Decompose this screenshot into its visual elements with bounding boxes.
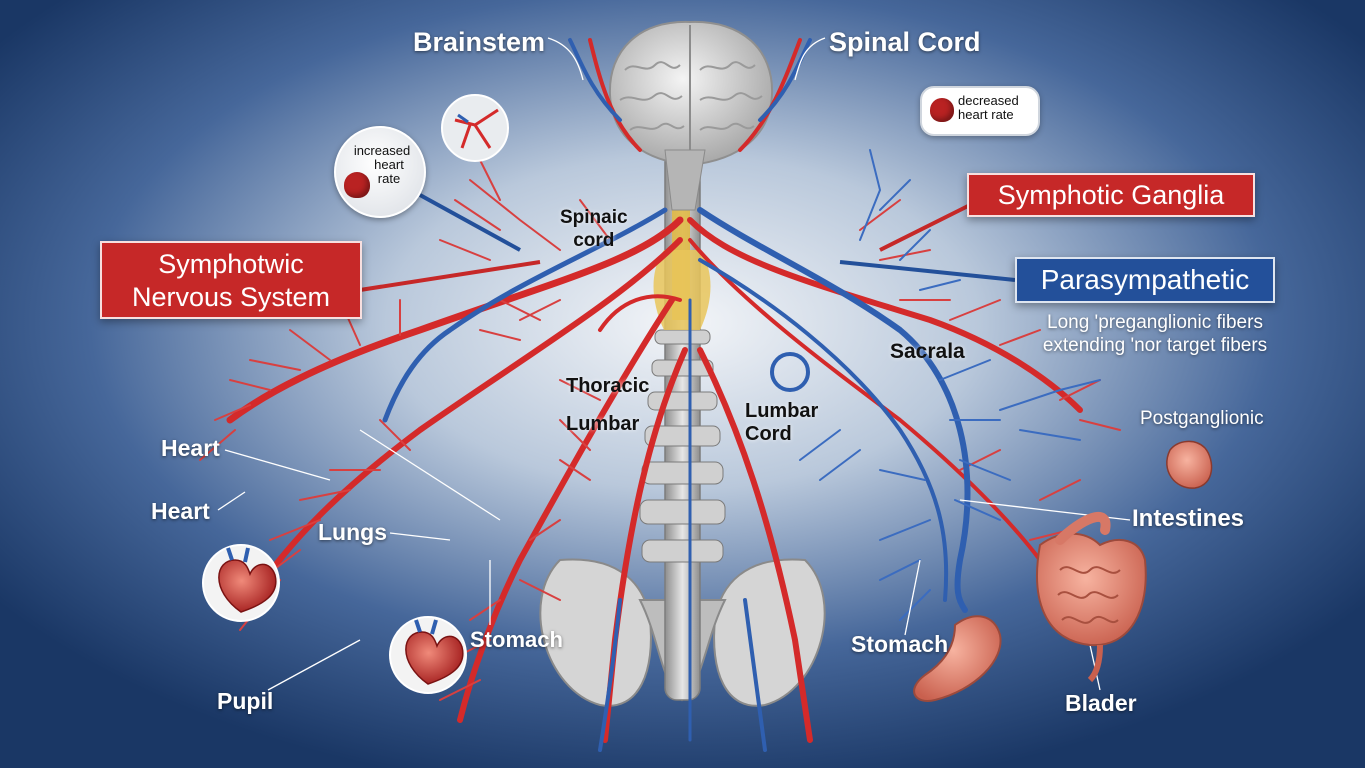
- decreased-heart-rate-text: decreased heart rate: [958, 94, 1038, 122]
- label-postganglionic: Postganglionic: [1140, 408, 1264, 429]
- symphotic-ganglia-banner: Symphotic Ganglia: [967, 173, 1255, 217]
- parasympathetic-nerves: [382, 38, 971, 752]
- label-intestines: Intestines: [1132, 505, 1245, 532]
- label-thoracic: Thoracic: [566, 375, 650, 397]
- sympathetic-banner-line1: Symphotwic: [158, 249, 304, 279]
- label-lumbar: Lumbar: [566, 413, 640, 435]
- intestines-illustration: [1036, 511, 1147, 683]
- kidney-illustration: [1166, 440, 1213, 489]
- increased-heart-rate-bubble: increased heart rate: [334, 126, 426, 218]
- heart-illustration-left: [202, 544, 280, 622]
- sympathetic-nerves: [226, 38, 1083, 743]
- label-pupil: Pupil: [217, 688, 274, 714]
- label-stomach-right: Stomach: [851, 631, 949, 657]
- label-spinaic-cord: Spinaic cord: [560, 206, 628, 252]
- heart-icon: [344, 172, 370, 198]
- increased-line2: heart: [374, 157, 404, 172]
- label-spinaic: Spinaic: [560, 207, 628, 228]
- label-blader: Blader: [1065, 690, 1137, 716]
- increased-heart-rate-text: increased heart rate: [346, 144, 418, 186]
- parasympathetic-text: Parasympathetic: [1040, 264, 1250, 295]
- increased-line3: rate: [377, 171, 401, 186]
- decreased-line2: heart rate: [958, 107, 1014, 122]
- label-lumbar-cord: Lumbar Cord: [745, 400, 818, 446]
- label-lumbar-cord-line2: Cord: [745, 423, 792, 445]
- heart-icon: [930, 98, 954, 122]
- label-cord: cord: [573, 230, 615, 251]
- label-heart-lower: Heart: [151, 498, 210, 524]
- label-lungs: Lungs: [318, 519, 387, 545]
- nerve-bubble-illustration: [441, 94, 509, 162]
- parasympathetic-banner: Parasympathetic: [1015, 257, 1275, 303]
- decreased-line1: decreased: [958, 93, 1019, 108]
- parasympathetic-note: Long 'preganglionic fibers extending 'no…: [1010, 311, 1300, 357]
- increased-line1: increased: [353, 143, 411, 158]
- label-lumbar-cord-line1: Lumbar: [745, 400, 819, 422]
- heart-illustration-center: [389, 616, 467, 694]
- label-heart-upper: Heart: [161, 435, 220, 461]
- parasympathetic-note-line1: Long 'preganglionic fibers: [1047, 312, 1263, 333]
- decreased-heart-rate-callout: decreased heart rate: [920, 86, 1040, 136]
- banner-pointers: [359, 193, 1016, 292]
- sympathetic-banner-line2: Nervous System: [131, 282, 331, 312]
- parasympathetic-branches: [799, 149, 1101, 621]
- label-spinal-cord: Spinal Cord: [829, 27, 981, 57]
- label-stomach-left: Stomach: [470, 627, 563, 652]
- stomach-illustration: [913, 615, 1002, 702]
- brain: [608, 20, 774, 211]
- symphotic-ganglia-text: Symphotic Ganglia: [997, 180, 1225, 210]
- sympathetic-branches: [199, 159, 1121, 701]
- parasympathetic-note-line2: extending 'nor target fibers: [1042, 335, 1268, 356]
- sympathetic-nervous-system-banner: Symphotwic Nervous System: [100, 241, 362, 319]
- label-sacrala: Sacrala: [890, 340, 965, 363]
- label-brainstem: Brainstem: [413, 27, 546, 57]
